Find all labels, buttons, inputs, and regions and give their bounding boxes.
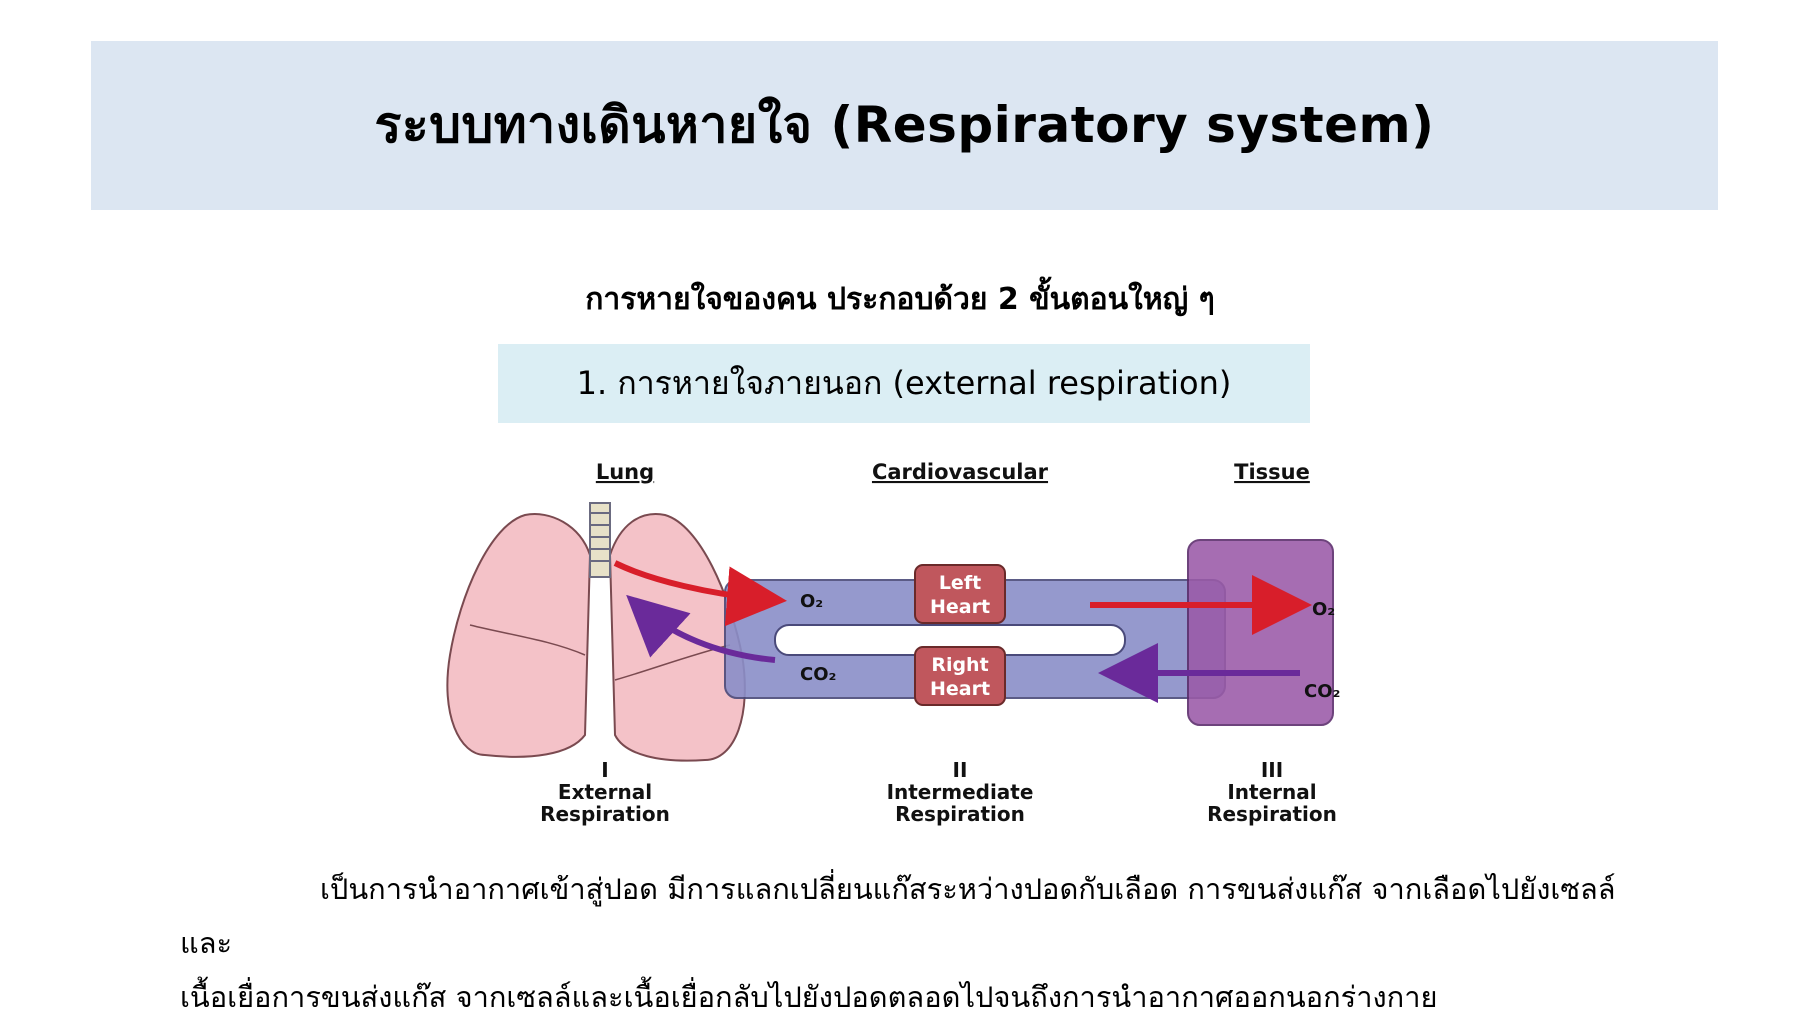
co2-label-left: CO₂ xyxy=(800,664,836,685)
stage-external-line1: External xyxy=(558,780,652,804)
right-heart-label-1: Right xyxy=(931,654,988,676)
lungs-illustration xyxy=(446,502,746,762)
stage-internal: III Internal Respiration xyxy=(1207,758,1337,826)
stage-intermediate-line1: Intermediate xyxy=(887,780,1034,804)
stage-intermediate-num: II xyxy=(953,758,968,782)
o2-label-left: O₂ xyxy=(800,591,823,612)
stage-internal-num: III xyxy=(1261,758,1283,782)
left-heart-label-1: Left xyxy=(939,572,981,594)
stage-internal-line2: Respiration xyxy=(1207,802,1337,826)
header-cardiovascular: Cardiovascular xyxy=(872,460,1049,484)
stage-external-num: I xyxy=(601,758,608,782)
paragraph-line-2: เนื้อเยื่อการขนส่งแก๊ส จากเซลล์และเนื้อเ… xyxy=(180,980,1438,1014)
right-heart: Right Heart xyxy=(914,646,1006,706)
header-lung: Lung xyxy=(596,460,654,484)
respiration-diagram: Lung Cardiovascular Tissue Left Hea xyxy=(430,455,1370,835)
left-heart-label-2: Heart xyxy=(930,596,990,618)
section-heading: 1. การหายใจภายนอก (external respiration) xyxy=(498,344,1310,423)
left-heart: Left Heart xyxy=(914,564,1006,624)
paragraph-line-1: เป็นการนำอากาศเข้าสู่ปอด มีการแลกเปลี่ยน… xyxy=(180,872,1616,960)
subtitle: การหายใจของคน ประกอบด้วย 2 ขั้นตอนใหญ่ ๆ xyxy=(585,282,1215,317)
stage-external-line2: Respiration xyxy=(540,802,670,826)
o2-label-right: O₂ xyxy=(1312,599,1335,620)
co2-label-right: CO₂ xyxy=(1304,681,1340,702)
header-tissue: Tissue xyxy=(1234,460,1310,484)
stage-internal-line1: Internal xyxy=(1227,780,1316,804)
stage-external: I External Respiration xyxy=(540,758,670,826)
title-banner: ระบบทางเดินหายใจ (Respiratory system) xyxy=(91,41,1718,210)
o2-arrow-lung xyxy=(613,560,787,627)
right-heart-label-2: Heart xyxy=(930,678,990,700)
description-paragraph: เป็นการนำอากาศเข้าสู่ปอด มีการแลกเปลี่ยน… xyxy=(180,862,1660,1024)
respiration-diagram-svg: Lung Cardiovascular Tissue Left Hea xyxy=(446,460,1340,826)
co2-arrow-lung xyxy=(626,594,776,663)
page-title: ระบบทางเดินหายใจ (Respiratory system) xyxy=(374,96,1435,154)
stage-intermediate-line2: Respiration xyxy=(895,802,1025,826)
stage-intermediate: II Intermediate Respiration xyxy=(887,758,1034,826)
